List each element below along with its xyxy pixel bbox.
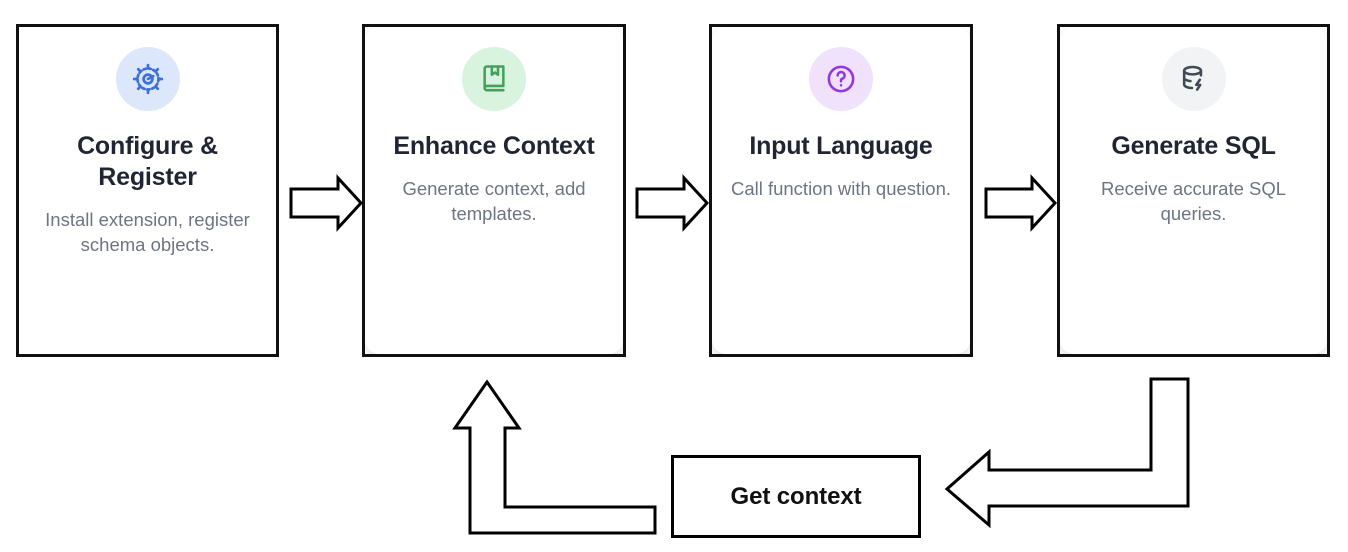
card-inner: Configure & Register Install extension, … [19, 27, 276, 354]
card-inner: Input Language Call function with questi… [712, 27, 970, 354]
gear-icon [131, 62, 165, 96]
card-inner: Enhance Context Generate context, add te… [365, 27, 623, 354]
step-title: Configure & Register [77, 132, 218, 191]
question-circle-icon [825, 63, 857, 95]
step-description: Call function with question. [730, 178, 952, 199]
step-description: Generate context, add templates. [402, 178, 586, 224]
book-bookmark-icon [478, 63, 510, 95]
arrow-right-icon-3 [984, 174, 1058, 232]
database-bolt-icon [1177, 63, 1210, 96]
get-context-label: Get context [730, 482, 862, 510]
step-title: Generate SQL [1111, 132, 1276, 160]
step-card-generate-sql[interactable]: Generate SQL Receive accurate SQL querie… [1057, 24, 1330, 357]
step-description: Install extension, register schema objec… [45, 209, 250, 255]
step-card-configure-register[interactable]: Configure & Register Install extension, … [16, 24, 279, 357]
card-inner: Generate SQL Receive accurate SQL querie… [1060, 27, 1327, 354]
step-title: Enhance Context [393, 132, 595, 160]
step-title: Input Language [749, 132, 933, 160]
arrow-elbow-up-icon [452, 379, 657, 535]
arrow-elbow-left-icon [944, 377, 1190, 529]
book-bookmark-icon-bubble [462, 47, 526, 111]
step-card-enhance-context[interactable]: Enhance Context Generate context, add te… [362, 24, 626, 357]
arrow-right-icon-2 [635, 174, 710, 232]
step-description: Receive accurate SQL queries. [1100, 178, 1287, 224]
database-bolt-icon-bubble [1161, 47, 1226, 111]
step-card-input-language[interactable]: Input Language Call function with questi… [709, 24, 973, 357]
get-context-box[interactable]: Get context [671, 455, 921, 538]
question-circle-icon-bubble [809, 47, 873, 111]
arrow-right-icon-1 [289, 174, 364, 232]
gear-icon-bubble [115, 47, 180, 111]
